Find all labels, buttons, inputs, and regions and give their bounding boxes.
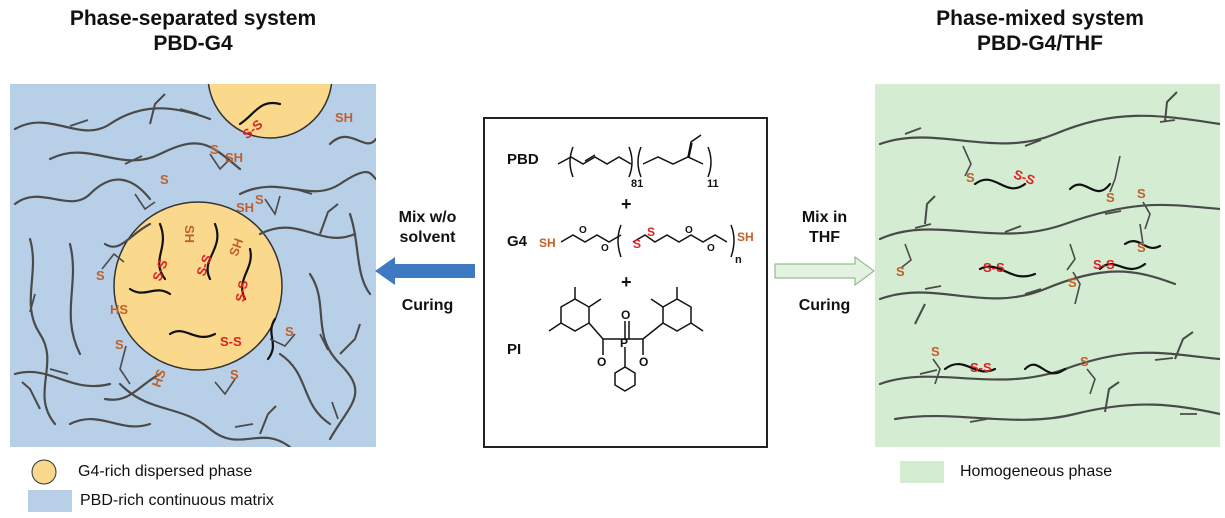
pbd-subscript-81: 81 [631,178,643,190]
sh-label: SH [226,236,246,258]
reagents-box: PBD G4 PI + + 81 11 SH SH S S O O O O n [483,117,768,448]
phase-mixed-panel: S-S S-S S-S S-S S S S S S S S S [875,84,1220,447]
left-arrow-top-line2: solvent [399,229,456,246]
right-arrow-bottom-label: Curing [798,297,851,314]
left-arrow-bottom-label: Curing [401,297,454,314]
phase-separated-panel: S-S S-S S-S S-S S-S SH SH SH SH SH HS HS… [10,84,376,447]
left-arrow-top-label: Mix w/o solvent [380,208,475,248]
g4-o-1: O [579,225,587,236]
g4-o-2: O [601,243,609,254]
right-title-line1: Phase-mixed system [936,7,1144,30]
pi-o-right: O [639,355,648,369]
left-arrow-top-line1: Mix w/o [398,209,457,226]
g4-s-1: S [633,237,641,251]
right-arrow-top-label: Mix in THF [777,208,872,248]
mix-in-thf-arrow [774,256,875,286]
pi-label: PI [507,341,521,358]
mix-without-solvent-arrow [375,257,475,285]
g4-s-2: S [647,225,655,239]
ss-bond-label: S-S [220,334,242,349]
g4-label: G4 [507,233,528,250]
left-title-line1: Phase-separated system [69,7,317,30]
pi-p: P [620,336,628,350]
s-label: S [1106,190,1115,205]
hs-label: HS [110,302,128,317]
sh-label: SH [335,110,353,125]
g4-o-4: O [707,243,715,254]
s-label: S [115,337,124,352]
legend-matrix-label: PBD-rich continuous matrix [80,492,274,509]
hs-label: HS [149,367,169,389]
s-label: S [285,324,294,339]
s-label: S [1137,240,1146,255]
right-arrow-top-line2: THF [808,229,841,246]
sh-label: SH [225,150,243,165]
legend-matrix: PBD-rich continuous matrix [28,490,274,512]
pbd-subscript-11: 11 [707,178,719,190]
ss-bond-label: S-S [232,279,251,303]
sh-label: SH [236,200,254,215]
s-label: S [1080,354,1089,369]
s-label: S [1068,275,1077,290]
plus-sign-2: + [621,272,632,292]
right-title: Phase-mixed system PBD-G4/THF [860,6,1220,56]
plus-sign-1: + [621,194,632,214]
legend-green-swatch [900,461,944,483]
pbd-label: PBD [507,151,539,168]
sh-label: SH [182,225,197,243]
ss-bond-label: S-S [193,252,215,278]
s-label: S [931,344,940,359]
left-title-line2: PBD-G4 [153,32,233,55]
s-label: S [896,264,905,279]
right-arrow-top-line1: Mix in [801,209,848,226]
right-title-line2: PBD-G4/THF [977,32,1103,55]
s-label: S [210,142,219,157]
g4-sh-left: SH [539,236,556,250]
g4-sh-right: SH [737,230,754,244]
s-label: S [255,192,264,207]
legend-yellow-circle-swatch [31,459,57,485]
s-label: S [230,367,239,382]
s-label: S [1137,186,1146,201]
pi-o-left: O [597,355,606,369]
ss-bond-label: S-S [983,260,1005,275]
g4-o-3: O [685,225,693,236]
pi-o-top: O [621,308,630,322]
s-label: S [160,172,169,187]
legend-homogeneous: Homogeneous phase [900,461,1112,483]
legend-dispersed: G4-rich dispersed phase [30,458,252,486]
legend-dispersed-label: G4-rich dispersed phase [78,463,253,480]
s-label: S [966,170,975,185]
ss-bond-label: S-S [1012,166,1038,188]
ss-bond-label: S-S [970,360,992,375]
g4-droplet-center [113,201,283,371]
ss-bond-label: S-S [149,257,171,283]
s-label: S [96,268,105,283]
left-title: Phase-separated system PBD-G4 [10,6,376,56]
g4-subscript-n: n [735,254,742,266]
legend-blue-swatch [28,490,72,512]
legend-homogeneous-label: Homogeneous phase [960,463,1113,480]
homogeneous-background [875,84,1220,447]
ss-bond-label: S-S [1093,257,1115,272]
